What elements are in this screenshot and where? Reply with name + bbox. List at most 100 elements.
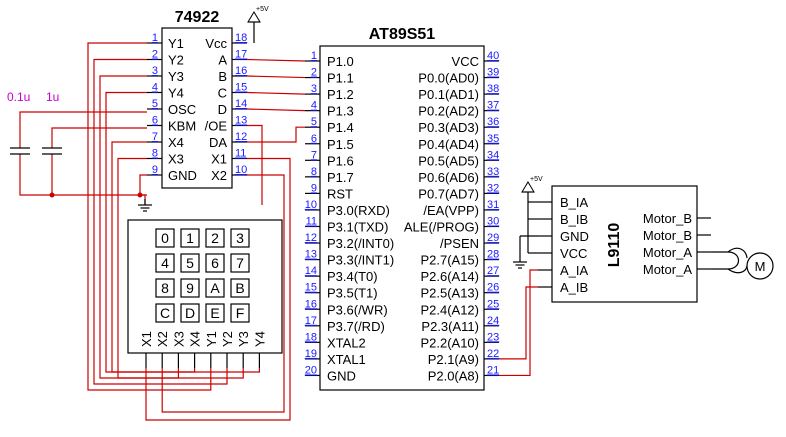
- keypad-pin-label: Y3: [236, 331, 251, 347]
- encoder-pin-label: Y2: [168, 53, 184, 68]
- encoder-pin-label: X4: [168, 135, 184, 150]
- motor-wire-loop: [727, 247, 748, 259]
- mcu-pin-number: 39: [487, 67, 499, 79]
- cap-ground-wire: [19, 154, 147, 196]
- keypad-key: 0: [155, 228, 175, 248]
- capacitor-value-label: 0.1u: [7, 90, 30, 104]
- keypad-column-wire: [161, 174, 285, 413]
- keypad-column-wire: [117, 157, 179, 379]
- mcu-pin-number: 8: [311, 166, 317, 178]
- encoder-pin-label: Y3: [168, 69, 184, 84]
- driver-chip-title: L9110: [606, 223, 623, 268]
- mcu-pin-number: 28: [487, 249, 499, 261]
- driver-pin-label: Motor_A: [643, 262, 692, 277]
- mcu-pin-label: P2.1(A9): [428, 352, 479, 367]
- keypad-key: D: [180, 303, 200, 323]
- driver-ground-icon: [513, 256, 527, 269]
- driver-power-icon: +5V: [521, 176, 543, 202]
- encoder-chip-title: 74922: [175, 9, 220, 26]
- driver-pin-label: VCC: [560, 246, 587, 261]
- keypad-key-label: 5: [186, 255, 194, 271]
- keypad-row-wire: [93, 58, 228, 385]
- driver-pin-label: Motor_B: [643, 228, 692, 243]
- mcu-pin-number: 34: [487, 149, 499, 161]
- mcu-pin-number: 35: [487, 133, 499, 145]
- encoder-pin-number: 2: [152, 49, 158, 61]
- keypad-key: 6: [205, 253, 225, 273]
- encoder-pin-label: B: [218, 69, 227, 84]
- keypad-column-wire: [145, 157, 291, 421]
- mcu-chip-title: AT89S51: [369, 26, 436, 43]
- keypad-row-wire: [99, 75, 244, 379]
- osc-wire: [19, 111, 147, 148]
- driver-chip-body: [551, 185, 698, 303]
- encoder-pin-number: 8: [152, 148, 158, 160]
- encoder-pin-number: 4: [152, 82, 158, 94]
- capacitor-value-label: 1u: [46, 90, 59, 104]
- mcu-pin-number: 13: [305, 249, 317, 261]
- mcu-pin-number: 18: [305, 331, 317, 343]
- data-available-wire: [247, 126, 305, 143]
- motor-label: M: [755, 259, 766, 274]
- encoder-pin-label: GND: [168, 168, 197, 183]
- encoder-pin-label: Y4: [168, 86, 184, 101]
- mcu-pin-number: 29: [487, 232, 499, 244]
- keypad-key: 2: [205, 228, 225, 248]
- mcu-pin-label: P0.5(AD5): [418, 153, 479, 168]
- mcu-pin-label: P3.5(T1): [327, 286, 378, 301]
- encoder-pin-label: C: [218, 86, 227, 101]
- keypad-key-frame: [155, 253, 175, 273]
- keypad-pin-label: Y2: [220, 331, 235, 347]
- mcu-pin-label: P3.0(RXD): [327, 203, 390, 218]
- keypad-key-label: E: [210, 305, 219, 321]
- keypad-key-frame: [180, 253, 200, 273]
- mcu-pin-number: 22: [487, 348, 499, 360]
- encoder-pin-label: /OE: [205, 119, 228, 134]
- mcu-pin-label: P2.4(A12): [420, 302, 479, 317]
- mcu-pin-label: P2.2(A10): [420, 335, 479, 350]
- encoder-pin-number: 9: [152, 164, 158, 176]
- keypad-key-frame: [205, 228, 225, 248]
- power-label: +5V: [530, 176, 543, 183]
- driver-pin-label: B_IA: [560, 195, 589, 210]
- mcu-pin-number: 1: [311, 50, 317, 62]
- mcu-pin-label: P1.4: [327, 120, 354, 135]
- motor-control-wire: [499, 269, 538, 377]
- mcu-pin-label: P1.6: [327, 153, 354, 168]
- mcu-pin-number: 31: [487, 199, 499, 211]
- mcu-pin-label: /EA(VPP): [423, 203, 479, 218]
- keypad-key: 7: [230, 253, 250, 273]
- mcu-pin-label: P1.3: [327, 104, 354, 119]
- keypad-key-label: 0: [161, 230, 169, 246]
- driver-pin-label: B_IB: [560, 212, 588, 227]
- mcu-pin-number: 5: [311, 116, 317, 128]
- keypad-key-label: 3: [236, 230, 244, 246]
- encoder-pin-number: 11: [235, 148, 246, 160]
- encoder-chip-body: [161, 27, 233, 189]
- keypad-key: F: [230, 303, 250, 323]
- power-label: +5V: [256, 6, 269, 13]
- keypad-key: 1: [180, 228, 200, 248]
- encoder-pin-label: KBM: [168, 119, 196, 134]
- encoder-pin-label: OSC: [168, 102, 196, 117]
- keypad-key-frame: [205, 253, 225, 273]
- mcu-pin-label: P3.4(T0): [327, 269, 378, 284]
- keypad-pin-label: X4: [188, 331, 203, 347]
- keypad-pin-label: Y4: [252, 331, 267, 347]
- encoder-pin-number: 16: [235, 65, 247, 77]
- mcu-pin-number: 9: [311, 182, 317, 194]
- mcu-pin-label: P0.3(AD3): [418, 120, 479, 135]
- wire-junction: [49, 192, 55, 198]
- keypad-key-frame: [155, 278, 175, 298]
- keypad-key-label: F: [236, 305, 245, 321]
- mcu-pin-number: 24: [487, 315, 499, 327]
- mcu-pin-label: P1.2: [327, 87, 354, 102]
- mcu-pin-number: 7: [311, 149, 317, 161]
- mcu-pin-number: 23: [487, 331, 499, 343]
- encoder-pin-number: 7: [152, 131, 158, 143]
- driver-pin-label: Motor_A: [643, 245, 692, 260]
- mcu-pin-number: 33: [487, 166, 499, 178]
- keypad-pin-label: X2: [155, 331, 170, 347]
